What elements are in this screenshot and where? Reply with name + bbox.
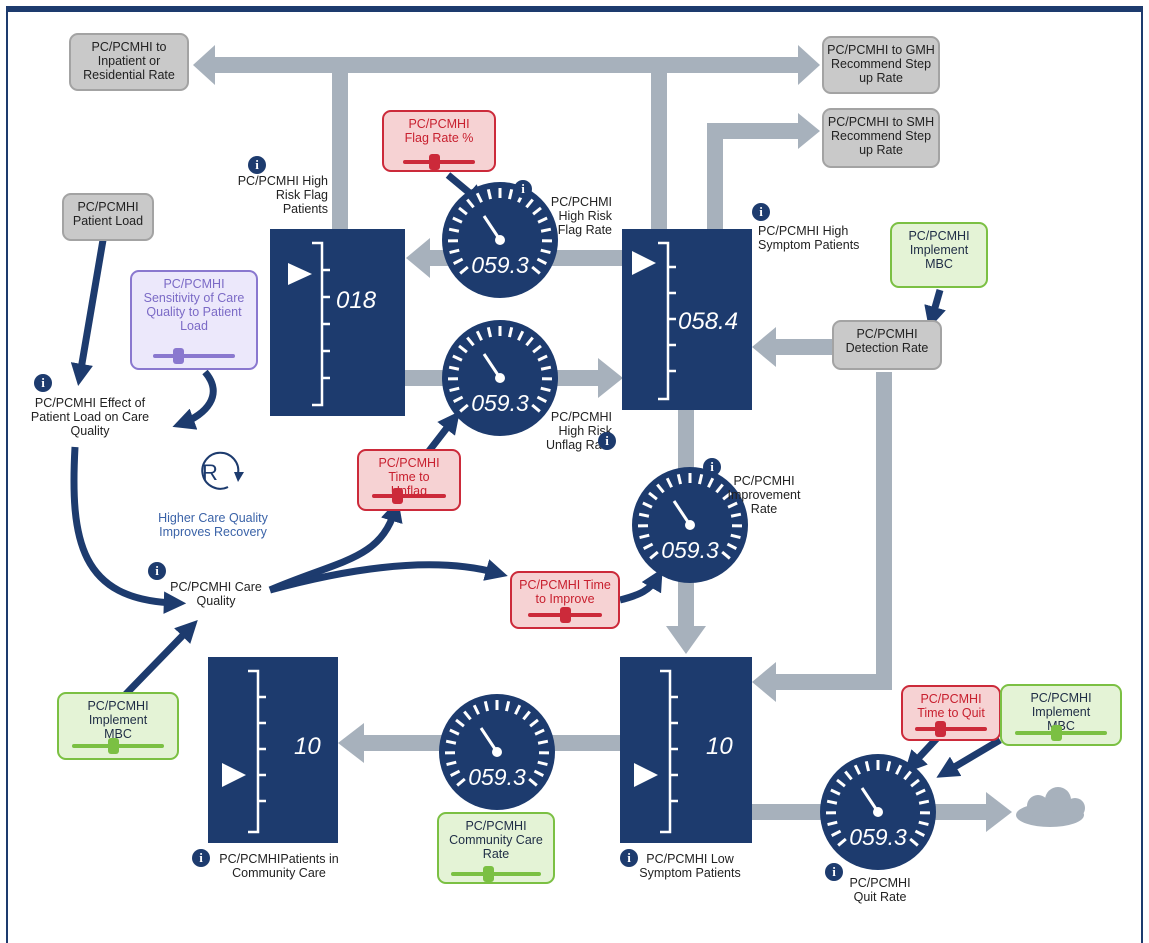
smh-rate-box[interactable]: PC/PCMHI to SMH Recommend Step up Rate	[822, 108, 940, 168]
slider-knob[interactable]	[429, 154, 440, 170]
slider-knob[interactable]	[935, 721, 946, 737]
slider-knob[interactable]	[560, 607, 571, 623]
info-icon[interactable]: i	[192, 849, 210, 867]
community-care-rate-box[interactable]: PC/PCMHI Community Care Rate	[437, 812, 555, 884]
time-to-quit-box[interactable]: PC/PCMHI Time to Quit	[901, 685, 1001, 741]
info-icon[interactable]: i	[620, 849, 638, 867]
community-care-value: 10	[294, 733, 321, 760]
inpatient-rate-box[interactable]: PC/PCMHI to Inpatient or Residential Rat…	[69, 33, 189, 91]
stock-flag-patients[interactable]: 018	[270, 229, 405, 416]
implement-mbc-left-box[interactable]: PC/PCMHI Implement MBC	[57, 692, 179, 760]
time-to-unflag-box[interactable]: PC/PCMHI Time to Unflag	[357, 449, 461, 511]
implement-mbc-right-box[interactable]: PC/PCMHI Implement MBC	[1000, 684, 1122, 746]
flag-rate-value: 059.3	[471, 252, 529, 278]
community-rate-value: 059.3	[468, 764, 526, 790]
time-to-improve-slider[interactable]	[528, 607, 602, 623]
patient-load-box[interactable]: PC/PCMHI Patient Load	[62, 193, 154, 241]
quit-rate-label: PC/PCMHI Quit Rate	[849, 876, 911, 904]
community-care-rate-label: PC/PCMHI Community Care Rate	[449, 819, 543, 861]
slider-knob[interactable]	[108, 738, 119, 754]
sensitivity-box[interactable]: PC/PCMHI Sensitivity of Care Quality to …	[130, 270, 258, 370]
implement-mbc-left-label: PC/PCMHI Implement MBC	[87, 699, 149, 741]
higher-care-quality-label: Higher Care Quality Improves Recovery	[158, 511, 268, 539]
time-to-improve-box[interactable]: PC/PCMHI Time to Improve	[510, 571, 620, 629]
flag-rate-slider[interactable]	[403, 154, 475, 170]
time-to-quit-label: PC/PCMHI Time to Quit	[917, 692, 985, 720]
time-to-improve-label: PC/PCMHI Time to Improve	[519, 578, 611, 606]
high-risk-flag-patients-label: PC/PCMHI High Risk Flag Patients	[237, 174, 328, 216]
high-symptom-patients-label: PC/PCMHI High Symptom Patients	[758, 224, 860, 252]
info-icon[interactable]: i	[248, 156, 266, 174]
implement-mbc-right-slider[interactable]	[1015, 725, 1107, 741]
slider-knob[interactable]	[1051, 725, 1062, 741]
high-symptom-value: 058.4	[678, 308, 739, 335]
gmh-rate-box[interactable]: PC/PCMHI to GMH Recommend Step up Rate	[822, 36, 940, 94]
low-symptom-value: 10	[706, 733, 733, 760]
improvement-rate-value: 059.3	[661, 537, 719, 563]
quit-rate-value: 059.3	[849, 824, 907, 850]
detection-rate-box[interactable]: PC/PCMHI Detection Rate	[832, 320, 942, 370]
flag-rate-pct-label: PC/PCMHI Flag Rate %	[404, 117, 474, 145]
info-icon[interactable]: i	[752, 203, 770, 221]
frame	[6, 6, 1143, 943]
info-icon[interactable]: i	[514, 180, 532, 198]
patients-community-care-label: PC/PCMHIPatients in Community Care	[219, 852, 339, 880]
slider-knob[interactable]	[392, 488, 403, 504]
sensitivity-label: PC/PCMHI Sensitivity of Care Quality to …	[143, 277, 245, 333]
high-risk-unflag-rate-label: PC/PCMHI High Risk Unflag Rate	[545, 410, 612, 452]
time-to-unflag-slider[interactable]	[372, 488, 446, 504]
stock-community-care[interactable]: 10	[208, 657, 338, 843]
gauge-quit-rate	[818, 752, 938, 872]
implement-mbc-left-slider[interactable]	[72, 738, 164, 754]
cloud-icon	[1016, 787, 1085, 827]
implement-mbc-top-label: PC/PCMHI Implement MBC	[908, 229, 970, 271]
gauge-community-rate	[437, 692, 557, 812]
high-risk-flag-rate-label: PC/PCHMI High Risk Flag Rate	[550, 195, 612, 237]
low-symptom-patients-label: PC/PCMHI Low Symptom Patients	[639, 852, 741, 880]
stock-high-symptom[interactable]: 058.4	[622, 229, 752, 410]
detection-rate-label: PC/PCMHI Detection Rate	[845, 327, 929, 355]
effect-of-load-label: PC/PCMHI Effect of Patient Load on Care …	[30, 396, 150, 438]
gmh-rate-label: PC/PCMHI to GMH Recommend Step up Rate	[827, 43, 935, 85]
stock-scale	[634, 669, 678, 834]
stock-low-symptom[interactable]: 10	[620, 657, 752, 843]
info-icon[interactable]: i	[34, 374, 52, 392]
flag-patients-value: 018	[336, 287, 377, 314]
stock-scale	[632, 241, 676, 401]
loop-letter: R	[202, 460, 218, 485]
flag-rate-pct-box[interactable]: PC/PCMHI Flag Rate %	[382, 110, 496, 172]
time-to-quit-slider[interactable]	[915, 721, 987, 737]
inpatient-rate-label: PC/PCMHI to Inpatient or Residential Rat…	[83, 40, 175, 82]
smh-rate-label: PC/PCMHI to SMH Recommend Step up Rate	[827, 115, 935, 157]
info-icon[interactable]: i	[148, 562, 166, 580]
slider-knob[interactable]	[173, 348, 184, 364]
unflag-rate-value: 059.3	[471, 390, 529, 416]
patient-load-label: PC/PCMHI Patient Load	[72, 200, 144, 228]
stock-scale	[288, 241, 330, 407]
implement-mbc-top-box[interactable]: PC/PCMHI Implement MBC	[890, 222, 988, 288]
info-icon[interactable]: i	[703, 458, 721, 476]
info-icon[interactable]: i	[598, 432, 616, 450]
care-quality-label: PC/PCMHI Care Quality	[170, 580, 262, 608]
info-icon[interactable]: i	[825, 863, 843, 881]
sensitivity-slider[interactable]	[153, 348, 235, 364]
community-care-rate-slider[interactable]	[451, 866, 541, 882]
improvement-rate-label: PC/PCMHI Improvement Rate	[727, 474, 801, 516]
stock-scale	[222, 669, 266, 834]
slider-knob[interactable]	[483, 866, 494, 882]
